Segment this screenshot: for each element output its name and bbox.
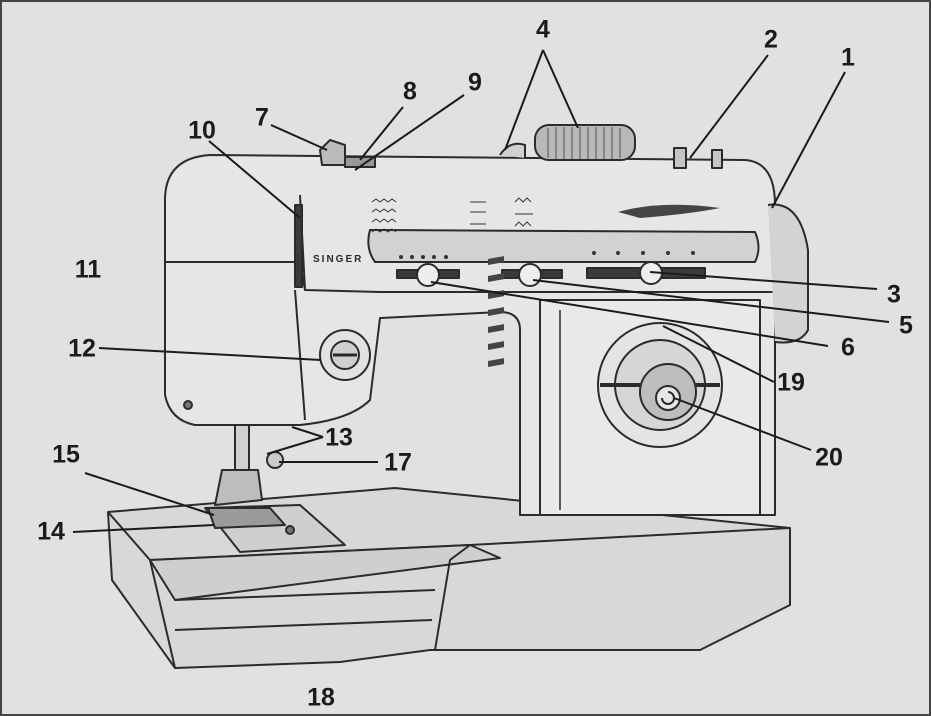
needle-bar xyxy=(234,424,250,471)
presser-foot xyxy=(207,507,286,529)
callout-label: 6 xyxy=(841,333,855,362)
callout-label: 13 xyxy=(325,423,353,452)
stitch-pattern-chart xyxy=(371,197,533,233)
callout-label: 14 xyxy=(37,517,65,546)
leader-lines xyxy=(72,49,890,533)
thread-guide xyxy=(319,139,346,166)
callout-label: 11 xyxy=(74,255,102,284)
callout-label: 18 xyxy=(307,683,335,712)
callout-label: 3 xyxy=(887,280,901,309)
free-arm-front xyxy=(149,544,501,601)
side-vents xyxy=(488,256,504,367)
callout-label: 12 xyxy=(68,334,96,363)
callout-label: 2 xyxy=(764,25,778,54)
brand-wordmark: SINGER xyxy=(313,254,363,265)
callout-label: 17 xyxy=(384,448,412,477)
handwheel xyxy=(767,203,809,344)
take-up-lever xyxy=(294,204,303,288)
control-panel xyxy=(367,229,760,263)
stitch-length-lever xyxy=(416,263,440,287)
callout-label: 15 xyxy=(52,440,80,469)
callout-label: 7 xyxy=(255,103,269,132)
callout-label: 8 xyxy=(403,77,417,106)
bobbin-winder xyxy=(673,147,687,169)
needle-clamp-screw xyxy=(266,451,284,469)
callout-label: 5 xyxy=(899,311,913,340)
callout-label: 1 xyxy=(841,43,855,72)
stitch-width-lever xyxy=(518,263,542,287)
presser-foot-holder xyxy=(214,469,263,506)
callout-label: 19 xyxy=(777,368,805,397)
thread-spool xyxy=(534,124,636,161)
callout-label: 20 xyxy=(815,443,843,472)
brand-emblem xyxy=(618,204,720,218)
sewing-machine-illustration xyxy=(107,124,809,669)
callout-label: 9 xyxy=(468,68,482,97)
callout-label: 4 xyxy=(536,15,550,44)
callout-label: 10 xyxy=(188,116,216,145)
